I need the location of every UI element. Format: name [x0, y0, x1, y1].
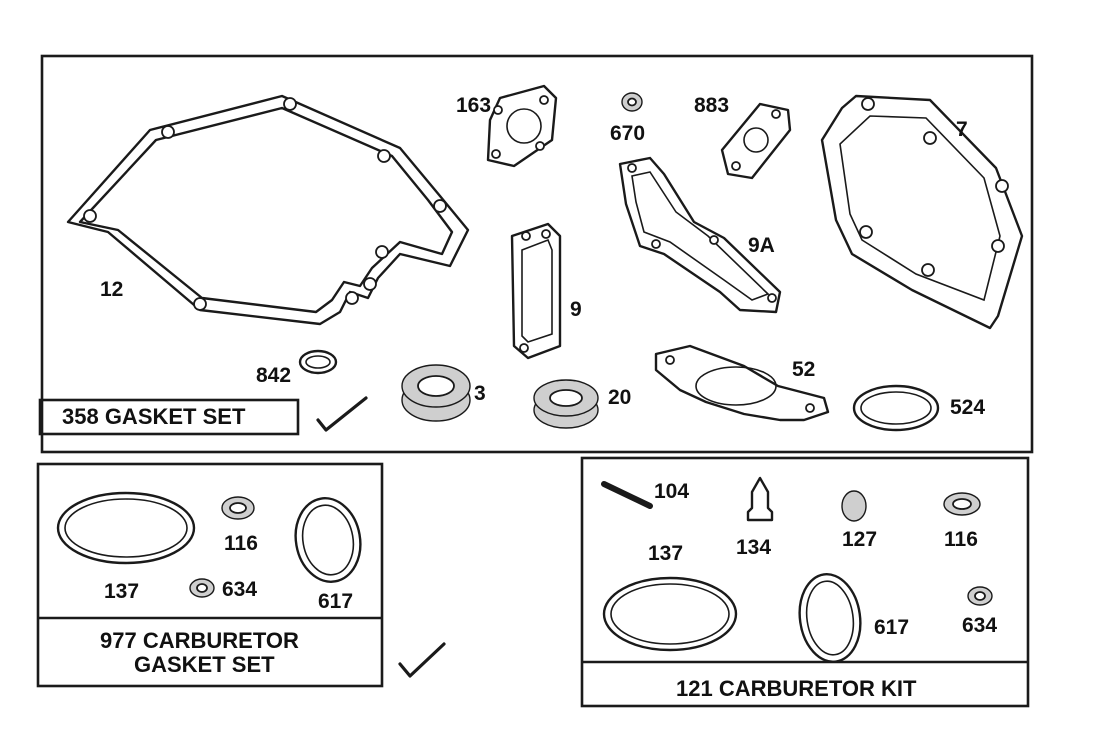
- label-9a: 9A: [748, 234, 775, 257]
- carb-part-137-ring: 137: [56, 491, 196, 603]
- carb-part-116-washer: 116: [221, 496, 258, 555]
- part-670-washer: 670: [610, 92, 645, 145]
- part-883-gasket: 883: [694, 94, 792, 180]
- kit-part-137-ring: 137: [602, 542, 738, 652]
- kit-part-104-pin: 104: [601, 480, 689, 509]
- part-12-crankcase-gasket: 12: [66, 94, 470, 326]
- part-9a-gasket: 9A: [618, 156, 782, 314]
- part-52-gasket: 52: [654, 344, 830, 422]
- part-842-o-ring: 842: [256, 349, 338, 387]
- checkmark-icon: [316, 396, 368, 432]
- label-842: 842: [256, 364, 291, 387]
- checkmark-icon-2: [398, 642, 446, 678]
- gasket-set-frame: [40, 54, 1034, 454]
- label-20: 20: [608, 386, 631, 409]
- carb-label-634: 634: [222, 578, 257, 601]
- part-3-oil-seal: 3: [401, 364, 486, 422]
- gasket-set-panel: 358 GASKET SET: [38, 54, 1034, 454]
- carb-kit-panel: 121 CARBURETOR KIT: [580, 456, 1030, 708]
- carb-part-617-ring: 617: [294, 497, 362, 613]
- label-7: 7: [956, 118, 968, 141]
- label-524: 524: [950, 396, 985, 419]
- kit-part-116-washer: 116: [943, 492, 981, 551]
- carb-gasket-set-panel: 977 CARBURETOR GASKET SET: [36, 462, 446, 688]
- label-163: 163: [456, 94, 491, 117]
- kit-part-134-needle: 134: [736, 476, 774, 559]
- label-12: 12: [100, 278, 123, 301]
- kit-label-634: 634: [962, 614, 997, 637]
- carb-label-137: 137: [104, 580, 139, 603]
- carb-gasket-set-frame: [36, 462, 384, 688]
- carb-gasket-set-caption-1: 977 CARBURETOR: [100, 628, 299, 653]
- kit-label-137: 137: [648, 542, 683, 565]
- kit-label-104: 104: [654, 480, 689, 503]
- label-9: 9: [570, 298, 582, 321]
- part-9-gasket: 9: [510, 222, 582, 360]
- kit-part-617-ring: 617: [798, 573, 909, 663]
- kit-label-134: 134: [736, 536, 771, 559]
- kit-label-116: 116: [944, 528, 978, 551]
- kit-part-127-plug: 127: [841, 490, 877, 551]
- kit-label-127: 127: [842, 528, 877, 551]
- carb-part-634-washer: 634: [189, 578, 257, 601]
- carb-label-617: 617: [318, 590, 353, 613]
- part-163-gasket: 163: [456, 84, 558, 168]
- kit-label-617: 617: [874, 616, 909, 639]
- label-670: 670: [610, 122, 645, 145]
- carb-kit-caption: 121 CARBURETOR KIT: [676, 676, 917, 701]
- part-7-head-gasket: 7: [820, 94, 1024, 330]
- label-52: 52: [792, 358, 815, 381]
- carb-label-116: 116: [224, 532, 258, 555]
- carb-kit-frame: [580, 456, 1030, 708]
- label-3: 3: [474, 382, 486, 405]
- part-524-ring: 524: [852, 384, 985, 432]
- kit-part-634-washer: 634: [962, 586, 997, 637]
- gasket-set-caption-box: [38, 398, 300, 436]
- gasket-set-caption: 358 GASKET SET: [62, 404, 246, 429]
- part-20-oil-seal: 20: [533, 379, 631, 429]
- label-883: 883: [694, 94, 729, 117]
- carb-gasket-set-caption-2: GASKET SET: [134, 652, 275, 677]
